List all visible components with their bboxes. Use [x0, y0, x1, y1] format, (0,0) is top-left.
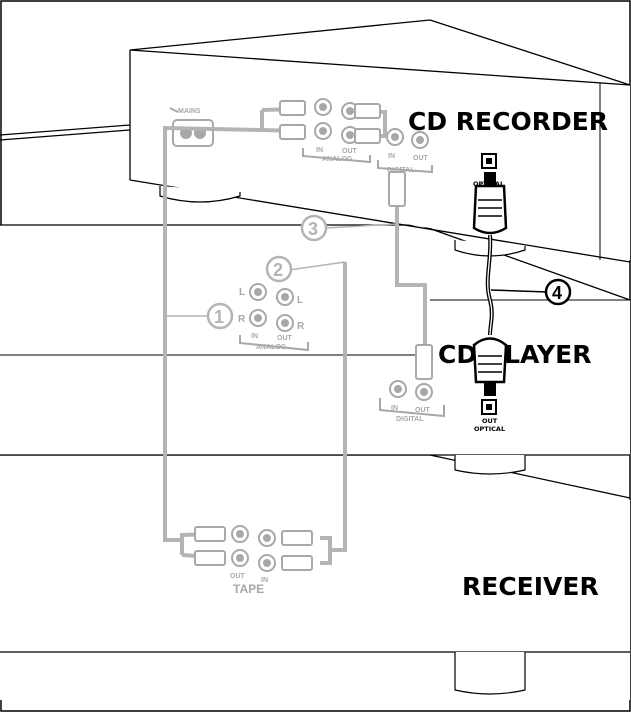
rca-plug-icon [281, 555, 313, 571]
player-optical-label: OPTICAL [474, 425, 505, 433]
shelf-back [0, 129, 131, 141]
player-analog-r-in-jack-icon [249, 309, 267, 327]
rca-plug-icon [388, 171, 406, 207]
recorder-optical-in-socket-icon [481, 153, 497, 169]
player-analog-l-out-jack-icon [276, 288, 294, 306]
player-digital-out-label: OUT [415, 407, 431, 414]
cd-player-unit: CD PLAYER [0, 224, 631, 475]
player-digital-label: DIGITAL [396, 416, 424, 423]
player-optical-out-socket-icon [481, 399, 497, 415]
rca-plug-icon [194, 550, 226, 566]
player-r-label-out: R [297, 321, 305, 332]
player-analog-in-label: IN [251, 333, 258, 340]
analog-label: ANALOG [322, 156, 353, 163]
cd-recorder-label: CD RECORDER [408, 107, 608, 136]
callout-2: 2 [265, 255, 346, 283]
player-l-label: L [239, 287, 245, 298]
player-rear-labels: L L R R IN OUT ANALOG IN OUT DIGITAL [238, 287, 431, 423]
receiver-unit: RECEIVER [0, 454, 631, 700]
recorder-rear-labels: MAINS IN OUT ANALOG IN OUT DIGITAL [178, 108, 429, 174]
tape-in-r-jack-icon [258, 554, 276, 572]
callout-1: 1 [166, 302, 234, 330]
player-r-label: R [238, 314, 246, 325]
receiver-tape-labels: OUT IN TAPE [230, 573, 268, 596]
tape-out-l-jack-icon [231, 525, 249, 543]
cd-player-label: CD PLAYER [438, 340, 591, 369]
player-analog-r-out-jack-icon [276, 314, 294, 332]
digital-out-jack-icon [411, 131, 429, 149]
callout-3: 3 [300, 214, 398, 242]
analog-in-label: IN [316, 147, 323, 154]
tape-out-r-jack-icon [231, 549, 249, 567]
tape-in-label: IN [261, 577, 268, 584]
callout-3-label: 3 [308, 219, 318, 239]
receiver-label: RECEIVER [462, 572, 599, 601]
digital-out-label: OUT [413, 155, 429, 162]
callout-1-label: 1 [214, 307, 224, 327]
player-digital-in-jack-icon [389, 380, 407, 398]
receiver-tape-panel [231, 525, 276, 572]
cable-4-optical [472, 172, 508, 396]
analog-in-l-jack-icon [314, 98, 332, 116]
callout-4-label: 4 [552, 283, 562, 303]
rca-plug-icon [415, 344, 433, 380]
optical-plug-bottom-icon [472, 337, 508, 396]
rca-plug-icon [279, 100, 306, 116]
player-digital-in-label: IN [391, 405, 398, 412]
player-digital-out-jack-icon [415, 383, 433, 401]
player-optical-out-label: OUT [482, 417, 498, 425]
rca-plug-icon [194, 526, 226, 542]
digital-in-label: IN [388, 153, 395, 160]
analog-in-r-jack-icon [314, 122, 332, 140]
rca-plug-icon [281, 530, 313, 546]
tape-out-label: OUT [230, 573, 246, 580]
digital-label: DIGITAL [387, 167, 415, 174]
rca-plug-icon [354, 103, 381, 119]
player-analog-out-label: OUT [277, 335, 293, 342]
rca-plugs [194, 100, 433, 571]
tape-in-l-jack-icon [258, 529, 276, 547]
optical-plug-top-icon [472, 172, 508, 235]
cable-3 [395, 205, 427, 345]
player-rear-panel [239, 283, 445, 418]
rca-plug-icon [354, 128, 381, 144]
callout-2-label: 2 [273, 260, 283, 280]
player-analog-l-in-jack-icon [249, 283, 267, 301]
player-analog-label: ANALOG [256, 344, 287, 351]
analog-out-label: OUT [342, 148, 358, 155]
callout-4: 4 [490, 278, 572, 306]
rca-plug-icon [279, 124, 306, 140]
mains-label: MAINS [178, 108, 201, 115]
shelf-back [0, 124, 131, 136]
player-l-label-out: L [297, 295, 303, 306]
tape-label: TAPE [233, 582, 264, 596]
